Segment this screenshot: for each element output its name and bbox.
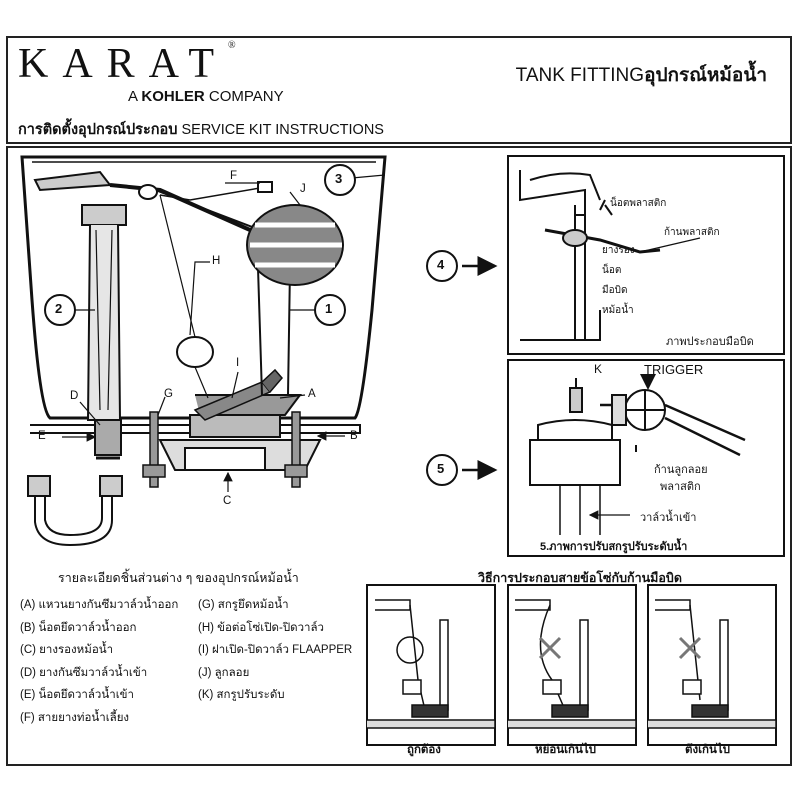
parts-list-right: (G) สกรูยึดหม้อน้ำ (H) ข้อต่อโซ่เปิด-ปิด… [198,594,352,707]
d4-label-tank: หม้อน้ำ [602,305,634,316]
label-i: I [236,357,240,369]
d5-label-plastic: พลาสติก [660,481,701,493]
kohler-name: KOHLER [141,88,205,105]
part-i: (I) ฝาเปิด-ปิดวาล์ว FLAAPPER [198,644,353,656]
chain-caption-too-tight: ตึงเกินไป [685,744,730,756]
chain-boxes [366,584,777,746]
part-e: (E) น็อตยึดวาล์วน้ำเข้า [20,689,134,701]
parts-list-left: (A) แหวนยางกันซึมวาล์วน้ำออก (B) น็อตยึด… [20,594,178,729]
callout-3: 3 [335,171,343,186]
label-a: A [308,388,316,400]
company-line: A KOHLER COMPANY [128,88,284,105]
label-c: C [223,495,232,507]
part-h: (H) ข้อต่อโซ่เปิด-ปิดวาล์ว [198,621,325,634]
detail-5-art [529,374,746,535]
label-f: F [230,170,238,182]
supply-hose [27,475,123,547]
overflow-tube [257,267,291,396]
label-e: E [38,430,46,442]
detail-4-art [519,170,701,341]
fill-valve [81,204,127,460]
d4-label-handle: มือบิด [602,285,628,296]
callout-4: 4 [437,257,445,272]
callout-1: 1 [325,301,333,316]
part-f: (F) สายยางท่อน้ำเลี้ยง [20,711,130,724]
chain-title: วิธีการประกอบสายข้อโซ่กับก้านมือบิด [478,571,682,585]
flush-valve-base [158,394,322,471]
part-b: (B) น็อตยึดวาล์วน้ำออก [20,621,137,634]
callout-circles [44,164,458,486]
chain-art [367,599,777,729]
doc-title: TANK FITTINGอุปกรณ์หม้อน้ำ [515,65,767,86]
part-c: (C) ยางรองหม้อน้ำ [20,644,114,656]
label-d: D [70,390,79,402]
d5-caption: 5.ภาพการปรับสกรูปรับระดับน้ำ [540,541,688,553]
main-frame [6,146,792,766]
part-a: (A) แหวนยางกันซึมวาล์วน้ำออก [20,599,179,611]
parts-title: รายละเอียดชิ้นส่วนต่าง ๆ ของอุปกรณ์หม้อน… [58,571,299,585]
tank-bolts [142,411,308,488]
flapper [193,368,283,421]
detail-5-box [507,359,785,557]
part-k: (K) สกรูปรับระดับ [198,689,285,701]
label-j: J [300,183,306,195]
float-arm [33,170,344,399]
callout-5: 5 [437,461,445,476]
part-g: (G) สกรูยึดหม้อน้ำ [198,599,289,611]
d5-label-inlet-valve: วาล์วน้ำเข้า [640,512,697,524]
d4-label-nut-plastic: น็อตพลาสติก [610,198,667,209]
brand-logo: KARAT® [18,40,236,87]
part-j: (J) ลูกลอย [198,666,250,679]
leader-lines [62,174,386,492]
header-box [6,36,792,144]
d5-label-trigger: TRIGGER [644,362,704,377]
d4-label-rod-plastic: ก้านพลาสติก [664,227,720,238]
instructions-title: การติดตั้งอุปกรณ์ประกอบ SERVICE KIT INST… [18,122,384,138]
part-d: (D) ยางกันซึมวาล์วน้ำเข้า [20,666,148,679]
callout-arrows [462,256,498,480]
d4-caption: ภาพประกอบมือบิด [666,336,754,348]
d5-label-float-rod: ก้านลูกลอย [654,464,708,476]
detail-4-box [507,155,785,355]
d4-label-washer: ยางรอง [602,245,635,256]
label-b: B [350,430,358,442]
callout-2: 2 [55,301,63,316]
label-h: H [212,255,221,267]
chain-caption-correct: ถูกต้อง [407,744,441,756]
label-g: G [164,388,173,400]
d4-label-nut: น็อต [602,265,622,276]
chain-caption-too-loose: หย่อนเกินไป [535,744,596,756]
d5-label-k: K [594,362,603,376]
